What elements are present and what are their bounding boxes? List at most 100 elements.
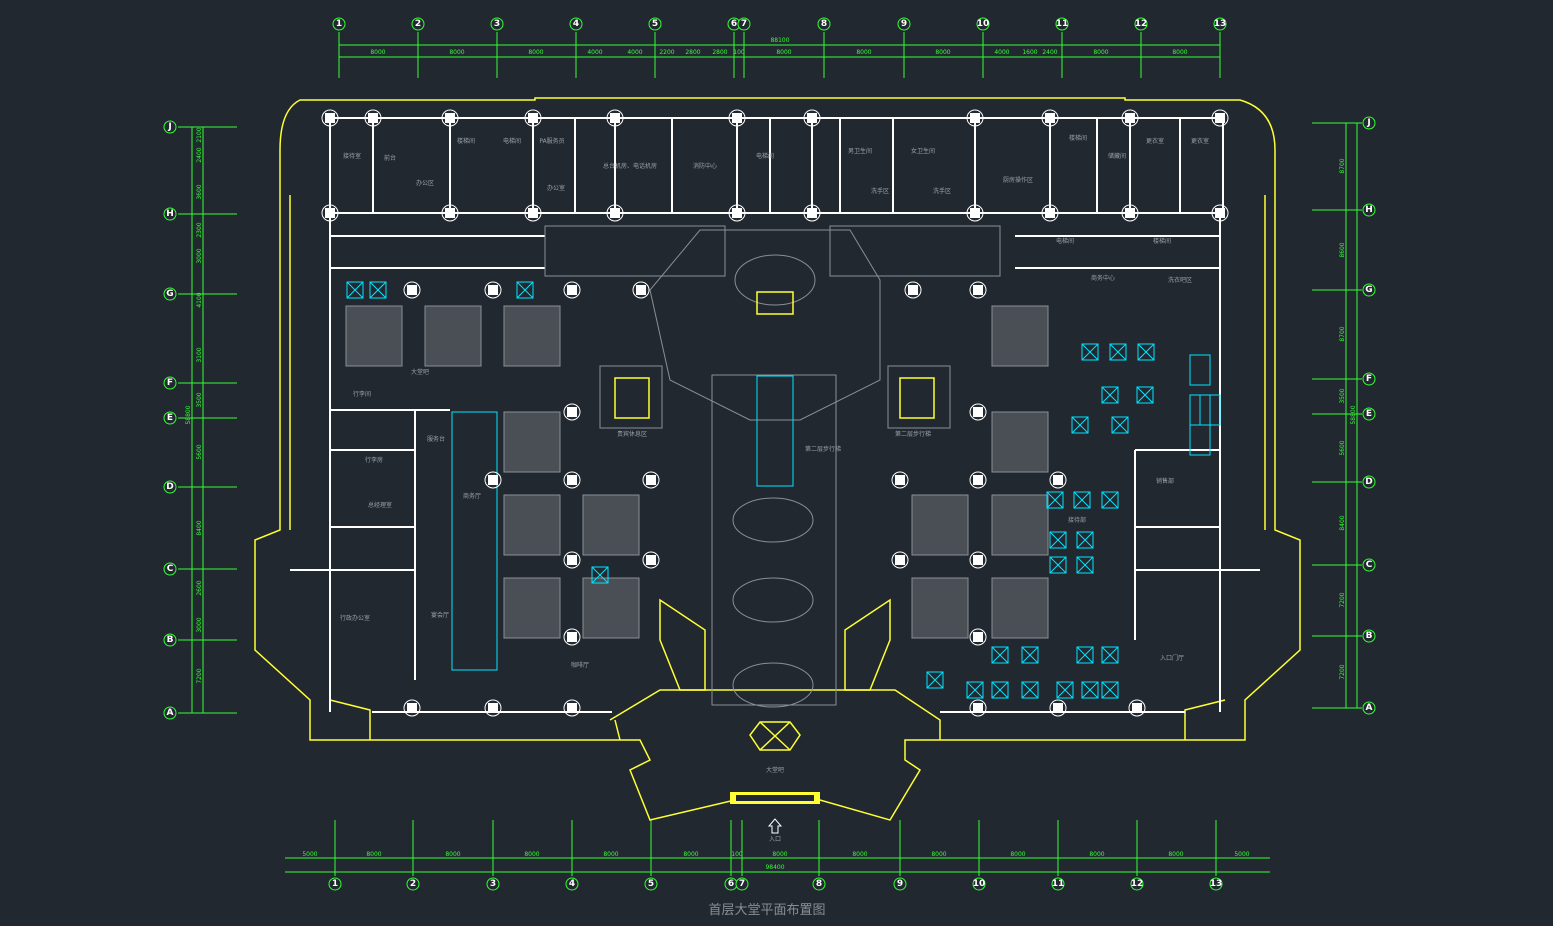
axis-label: 11 bbox=[1052, 879, 1065, 889]
room-label: 总台机房、电话机房 bbox=[603, 162, 657, 170]
column bbox=[610, 113, 620, 123]
column bbox=[567, 703, 577, 713]
room-label: 电梯间 bbox=[756, 152, 774, 160]
column-ring bbox=[524, 204, 542, 222]
axis-bubble bbox=[328, 877, 342, 891]
column bbox=[895, 475, 905, 485]
axis-label: A bbox=[1366, 703, 1373, 713]
axis-label: C bbox=[1366, 560, 1373, 570]
furniture-table bbox=[1076, 531, 1094, 549]
dimension-value: 8000 bbox=[683, 851, 698, 858]
booth-seating bbox=[1199, 394, 1221, 426]
axis-bubble bbox=[1362, 701, 1376, 715]
furniture-mark bbox=[516, 281, 534, 299]
column bbox=[973, 475, 983, 485]
furniture-mark bbox=[1056, 681, 1074, 699]
furniture-mark bbox=[369, 281, 387, 299]
dimension-value: 8000 bbox=[445, 851, 460, 858]
axis-bubble bbox=[812, 877, 826, 891]
column-ring bbox=[632, 281, 650, 299]
axis-label: 8 bbox=[816, 879, 822, 889]
axis-label: H bbox=[1365, 205, 1373, 215]
axis-bubble bbox=[1362, 558, 1376, 572]
furniture-mark bbox=[926, 671, 944, 689]
room-label: 贵宾休息区 bbox=[617, 430, 647, 438]
furniture-mark bbox=[1046, 491, 1064, 509]
furniture-mark bbox=[1073, 491, 1091, 509]
carpet-hatch bbox=[991, 494, 1049, 556]
axis-bubble bbox=[411, 17, 425, 31]
dimension-value: 100 bbox=[733, 49, 745, 56]
axis-bubble bbox=[163, 287, 177, 301]
furniture-table bbox=[991, 646, 1009, 664]
axis-bubble bbox=[1362, 283, 1376, 297]
furniture-table bbox=[1081, 343, 1099, 361]
axis-label: G bbox=[166, 289, 173, 299]
axis-label: H bbox=[166, 209, 174, 219]
column bbox=[636, 285, 646, 295]
axis-bubble bbox=[1362, 372, 1376, 386]
column-ring bbox=[1049, 471, 1067, 489]
dimension-value: 8000 bbox=[776, 49, 791, 56]
column-ring bbox=[642, 551, 660, 569]
room-label: 洗衣吧区 bbox=[1168, 276, 1192, 284]
room-label: 第二层步行梯 bbox=[895, 430, 931, 438]
dimension-value: 8000 bbox=[366, 851, 381, 858]
dimension-value: 8000 bbox=[1010, 851, 1025, 858]
dimension-value: 8600 bbox=[1339, 242, 1346, 257]
furniture-mark bbox=[1049, 531, 1067, 549]
column-ring bbox=[563, 551, 581, 569]
column-ring bbox=[969, 471, 987, 489]
furniture-mark bbox=[591, 566, 609, 584]
dimension-value: 100 bbox=[731, 851, 743, 858]
dimension-value: 3000 bbox=[196, 248, 203, 263]
room-label: 楼梯间 bbox=[1153, 237, 1171, 245]
room-label: 行政办公室 bbox=[340, 614, 370, 622]
carpet-hatch bbox=[911, 494, 969, 556]
dimension-total: 58800 bbox=[1350, 405, 1357, 424]
room-label: 洗手区 bbox=[871, 187, 889, 195]
column bbox=[325, 113, 335, 123]
column bbox=[528, 208, 538, 218]
dimension-value: 3500 bbox=[196, 392, 203, 407]
axis-label: E bbox=[1366, 409, 1372, 419]
dimension-value: 3100 bbox=[196, 347, 203, 362]
furniture-mark bbox=[1081, 681, 1099, 699]
axis-bubble bbox=[490, 17, 504, 31]
room-label: 女卫生间 bbox=[911, 147, 935, 155]
axis-bubble bbox=[1213, 17, 1227, 31]
dimension-value: 4000 bbox=[627, 49, 642, 56]
carpet-hatch bbox=[345, 305, 403, 367]
axis-label: 5 bbox=[652, 19, 658, 29]
column-ring bbox=[969, 628, 987, 646]
axis-label: E bbox=[167, 413, 173, 423]
dimension-value: 8000 bbox=[1093, 49, 1108, 56]
carpet-hatch bbox=[991, 577, 1049, 639]
axis-bubble bbox=[1134, 17, 1148, 31]
furniture-table bbox=[966, 681, 984, 699]
furniture-table bbox=[1101, 646, 1119, 664]
column-ring bbox=[1049, 699, 1067, 717]
column-ring bbox=[969, 699, 987, 717]
column-ring bbox=[891, 551, 909, 569]
axis-bubble bbox=[406, 877, 420, 891]
dimension-value: 8000 bbox=[528, 49, 543, 56]
dimension-value: 2400 bbox=[196, 147, 203, 162]
axis-label: 9 bbox=[901, 19, 907, 29]
furniture-table bbox=[926, 671, 944, 689]
column bbox=[407, 285, 417, 295]
axis-label: 12 bbox=[1135, 19, 1148, 29]
column-ring bbox=[803, 204, 821, 222]
furniture-mark bbox=[1049, 556, 1067, 574]
furniture-mark bbox=[1076, 646, 1094, 664]
axis-label: 9 bbox=[897, 879, 903, 889]
carpet-hatch bbox=[424, 305, 482, 367]
column-ring bbox=[524, 109, 542, 127]
column bbox=[488, 285, 498, 295]
furniture-mark bbox=[346, 281, 364, 299]
column-ring bbox=[606, 204, 624, 222]
room-label: 咖啡厅 bbox=[571, 661, 589, 669]
column-ring bbox=[1121, 109, 1139, 127]
column-ring bbox=[728, 109, 746, 127]
axis-label: 12 bbox=[1131, 879, 1144, 889]
